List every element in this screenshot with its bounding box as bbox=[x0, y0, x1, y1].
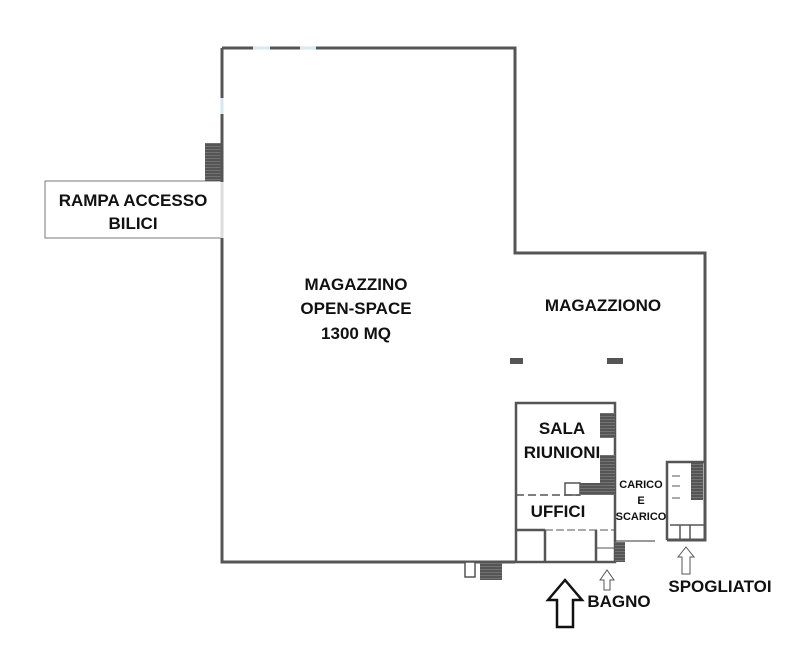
windows bbox=[220, 46, 316, 238]
changing-arrow-icon bbox=[676, 546, 696, 575]
warehouse-label: MAGAZZIONO bbox=[545, 296, 661, 315]
entrance-stairs bbox=[480, 562, 502, 580]
changing-rooms-label: SPOGLIATOI bbox=[668, 577, 771, 596]
loading-label: E bbox=[637, 495, 644, 507]
open-space-area: 1300 MQ bbox=[321, 324, 391, 343]
column bbox=[607, 358, 623, 364]
open-space-label: MAGAZZINO bbox=[305, 275, 408, 294]
ramp-label: RAMPA ACCESSO bbox=[59, 191, 208, 210]
office-stairs bbox=[580, 483, 615, 495]
ramp-label: BILICI bbox=[108, 214, 157, 233]
ramp-box bbox=[44, 180, 223, 239]
office-stairs bbox=[600, 413, 615, 438]
loading-label: SCARICO bbox=[616, 511, 667, 523]
meeting-room-label: SALA bbox=[539, 419, 585, 438]
bathroom-arrow-icon bbox=[599, 569, 615, 591]
entrance-step bbox=[464, 561, 476, 578]
column bbox=[510, 358, 523, 364]
bathroom-label: BAGNO bbox=[587, 592, 650, 611]
ramp-stairs bbox=[205, 143, 222, 181]
meeting-room-label: RIUNIONI bbox=[524, 443, 601, 462]
offices-label: UFFICI bbox=[531, 502, 586, 521]
loading-label: CARICO bbox=[619, 479, 663, 491]
main-entrance-arrow-icon bbox=[545, 578, 585, 629]
changing-stairs bbox=[691, 462, 703, 500]
entrance-stairs bbox=[615, 542, 625, 562]
open-space-label: OPEN-SPACE bbox=[300, 299, 411, 318]
